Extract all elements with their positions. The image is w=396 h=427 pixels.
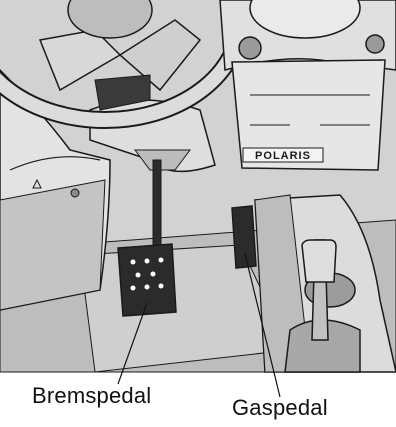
brake-pedal-pad [118,244,176,316]
gas-pedal-label: Gaspedal [232,395,328,421]
right-knob [366,35,384,53]
brake-pedal-label: Bremspedal [32,383,151,409]
polaris-logo-text: POLARIS [255,150,311,162]
shift-knob [302,240,336,282]
brake-pedal-arm [153,160,161,250]
left-knob [239,37,261,59]
panel-bolt [71,189,79,197]
gas-pedal [232,206,256,268]
left-panel-shadow [0,180,105,310]
